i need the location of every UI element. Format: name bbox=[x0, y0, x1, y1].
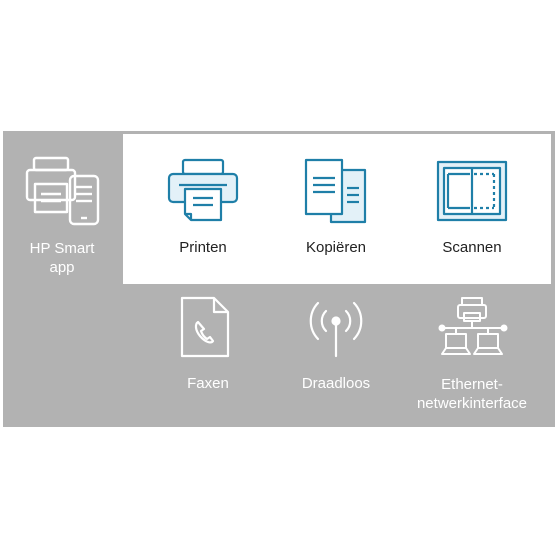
wireless-tile: Draadloos bbox=[286, 296, 386, 396]
ethernet-label: Ethernet- bbox=[441, 376, 503, 393]
ethernet-network-icon bbox=[438, 297, 508, 355]
hp-smart-label: HP Smart bbox=[29, 240, 95, 257]
print-tile: Printen bbox=[154, 155, 252, 265]
fax-document-icon bbox=[180, 296, 230, 358]
wireless-label: Draadloos bbox=[301, 375, 371, 392]
printer-icon bbox=[167, 158, 239, 222]
wireless-icon bbox=[309, 301, 363, 358]
copy-icon bbox=[304, 158, 367, 224]
copy-tile: Kopiëren bbox=[286, 155, 386, 265]
scanner-icon bbox=[436, 160, 508, 222]
copy-label: Kopiëren bbox=[305, 239, 367, 256]
print-label: Printen bbox=[179, 239, 227, 256]
ethernet-label-line2: netwerkinterface bbox=[416, 395, 528, 412]
scan-label: Scannen bbox=[442, 239, 502, 256]
scan-tile: Scannen bbox=[422, 155, 522, 265]
hp-smart-label-app: app bbox=[49, 259, 75, 276]
printer-phone-icon bbox=[25, 156, 100, 226]
fax-tile: Faxen bbox=[158, 296, 258, 396]
fax-label: Faxen bbox=[187, 375, 229, 392]
